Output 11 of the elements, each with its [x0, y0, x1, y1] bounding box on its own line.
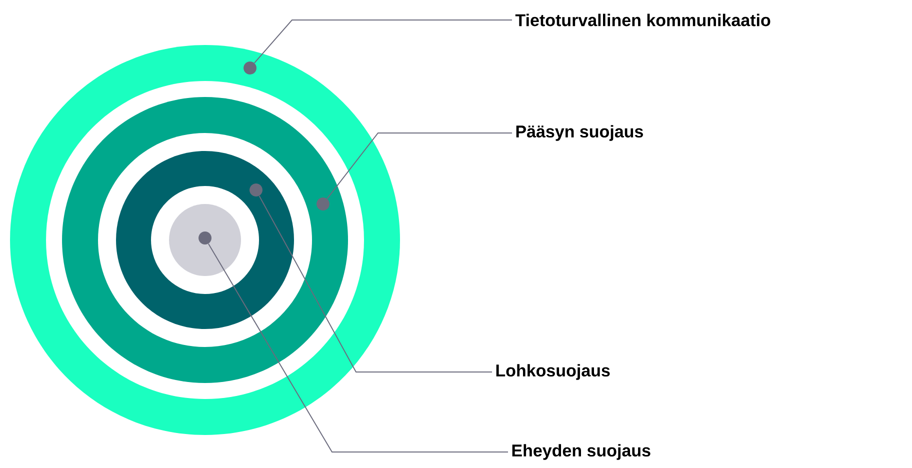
marker-dot [198, 231, 212, 244]
leader-line [258, 195, 492, 372]
layer-label: Tietoturvallinen kommunikaatio [515, 14, 770, 26]
marker-dot [250, 184, 262, 196]
leader-line [208, 243, 508, 452]
marker-dot [244, 62, 257, 74]
layer-label: Eheyden suojaus [512, 444, 650, 460]
layer-label: Lohkosuojaus [496, 364, 610, 380]
marker-dot [316, 198, 330, 210]
leader-line [326, 132, 512, 200]
layer-label: Pääsyn suojaus [516, 125, 643, 141]
